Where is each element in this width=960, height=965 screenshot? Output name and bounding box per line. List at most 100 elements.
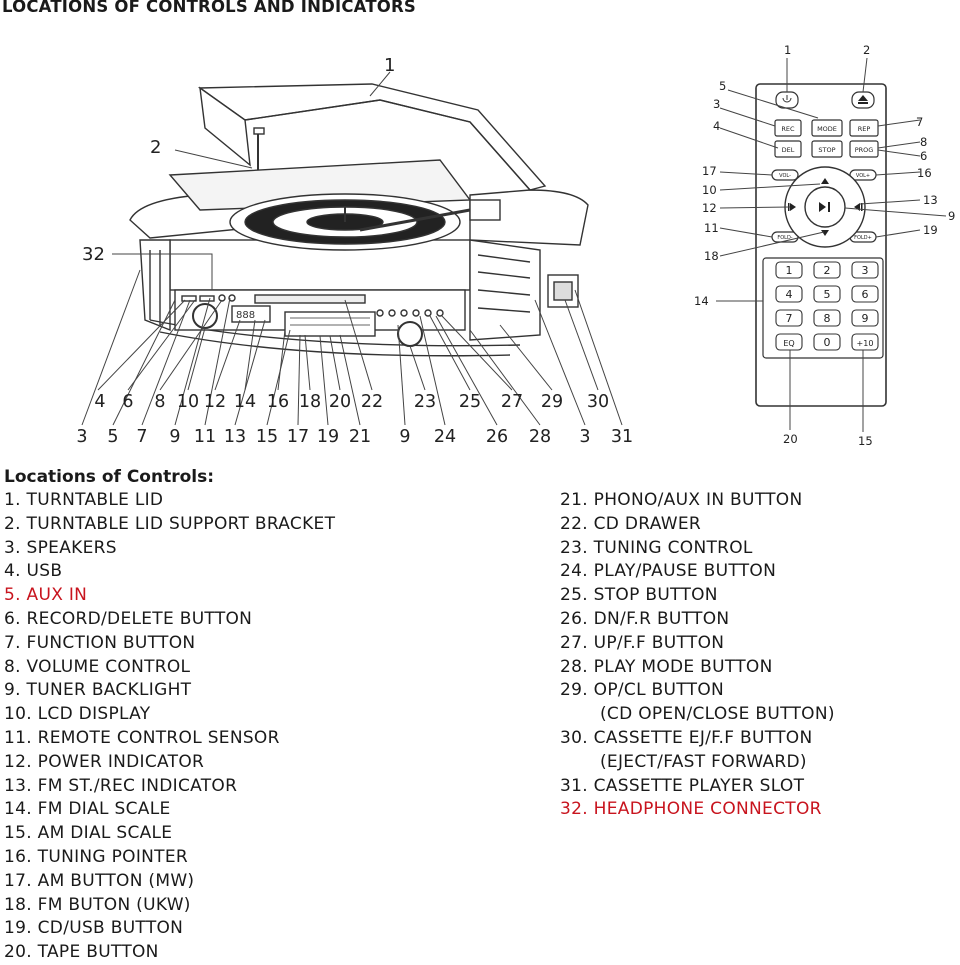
keypad-button xyxy=(775,309,803,327)
cabinet xyxy=(129,159,589,357)
del-label: DEL xyxy=(782,146,795,154)
callout-number: 5 xyxy=(107,427,118,447)
control-legend-item: 6. RECORD/DELETE BUTTON xyxy=(4,608,253,629)
rep-label: REP xyxy=(858,125,871,133)
keypad-label: 0 xyxy=(824,336,831,349)
keypad-frame xyxy=(762,257,884,359)
remote-callout-8: 8 xyxy=(920,135,927,149)
keypad-button xyxy=(851,333,879,351)
callout-number: 24 xyxy=(434,427,456,447)
control-legend-item: 26. DN/F.R BUTTON xyxy=(560,608,730,629)
callout-number: 17 xyxy=(287,427,309,447)
keypad-label: 9 xyxy=(862,312,869,325)
callout-number: 31 xyxy=(611,427,633,447)
eject-icon xyxy=(858,95,868,104)
remote-callout-6: 6 xyxy=(920,149,927,163)
remote-callout-4: 4 xyxy=(713,119,720,133)
turntable-unit-illustration: 888 xyxy=(76,55,633,447)
remote-callout-14: 14 xyxy=(694,294,709,308)
down-arrow-icon xyxy=(821,230,829,236)
control-legend-item: 21. PHONO/AUX IN BUTTON xyxy=(560,490,803,510)
power-icon xyxy=(782,95,792,103)
callout-number: 26 xyxy=(486,427,508,447)
keypad-label: 6 xyxy=(862,288,869,301)
remote-callout-16: 16 xyxy=(917,166,932,180)
del-button xyxy=(774,140,802,158)
control-legend-item: 25. STOP BUTTON xyxy=(560,585,718,606)
callout-1: 1 xyxy=(384,55,395,76)
control-legend-item: 2. TURNTABLE LID SUPPORT BRACKET xyxy=(4,513,336,534)
remote-callout-3: 3 xyxy=(713,97,720,111)
control-legend-item: 24. PLAY/PAUSE BUTTON xyxy=(560,561,777,582)
control-legend-item: 13. FM ST./REC INDICATOR xyxy=(4,775,238,796)
callout-number: 12 xyxy=(204,392,226,412)
control-legend-item: 5. AUX IN xyxy=(4,585,88,606)
play-pause-icon xyxy=(819,202,830,212)
keypad-button xyxy=(775,261,803,279)
keypad-label: 1 xyxy=(786,264,793,277)
keypad-button xyxy=(813,261,841,279)
callout-number: 19 xyxy=(317,427,339,447)
callout-leaders xyxy=(81,71,623,426)
remote-leaders xyxy=(716,57,947,432)
vol-minus-label: VOL- xyxy=(779,173,791,179)
control-legend-item: 20. TAPE BUTTON xyxy=(4,942,159,963)
callout-number: 15 xyxy=(256,427,278,447)
remote-callouts: 1 2 5 3 4 7 8 6 17 16 10 13 12 9 11 19 1… xyxy=(694,43,955,448)
callout-number: 11 xyxy=(194,427,216,447)
keypad-label: 8 xyxy=(824,312,831,325)
remote-callout-2: 2 xyxy=(863,43,870,57)
control-legend-item: 19. CD/USB BUTTON xyxy=(4,918,184,939)
callout-number: 3 xyxy=(579,427,590,447)
control-legend-item: 29. OP/CL BUTTON xyxy=(560,680,725,701)
control-legend-item: (EJECT/FAST FORWARD) xyxy=(600,751,807,772)
callout-32: 32 xyxy=(82,244,105,265)
callout-number: 23 xyxy=(414,392,436,412)
control-legend-item: 22. CD DRAWER xyxy=(560,513,701,534)
control-legend-item: 3. SPEAKERS xyxy=(4,537,117,558)
up-arrow-icon xyxy=(821,178,829,184)
keypad-button xyxy=(851,309,879,327)
keypad-label: 3 xyxy=(862,264,869,277)
remote-callout-7: 7 xyxy=(916,115,923,129)
callout-number: 29 xyxy=(541,392,563,412)
control-legend-item: 27. UP/F.F BUTTON xyxy=(560,632,725,653)
stop-label: STOP xyxy=(818,146,835,154)
control-legend-item: 10. LCD DISPLAY xyxy=(4,704,151,725)
remote-callout-15: 15 xyxy=(858,434,873,448)
callout-2: 2 xyxy=(150,137,161,158)
callout-number: 21 xyxy=(349,427,371,447)
remote-callout-10: 10 xyxy=(702,183,717,197)
fold-minus-label: FOLD- xyxy=(777,235,792,241)
callout-number: 4 xyxy=(94,392,105,412)
navigation-ring xyxy=(784,166,866,248)
callout-number: 16 xyxy=(267,392,289,412)
keypad-button xyxy=(775,333,803,351)
rec-label: REC xyxy=(781,125,795,133)
callout-number: 30 xyxy=(587,392,609,412)
control-legend-item: 18. FM BUTON (UKW) xyxy=(4,894,191,915)
control-legend-item: 9. TUNER BACKLIGHT xyxy=(4,680,192,701)
keypad-label: 2 xyxy=(824,264,831,277)
prog-button xyxy=(849,140,879,158)
rep-button xyxy=(849,119,879,137)
callout-number: 27 xyxy=(501,392,523,412)
stop-button xyxy=(811,140,843,158)
control-legend-item: (CD OPEN/CLOSE BUTTON) xyxy=(600,704,835,725)
mode-button xyxy=(811,119,843,137)
page-title: LOCATIONS OF CONTROLS AND INDICATORS xyxy=(2,0,416,16)
callout-number: 9 xyxy=(169,427,180,447)
control-legend-item: 11. REMOTE CONTROL SENSOR xyxy=(4,727,280,748)
control-legend-item: 30. CASSETTE EJ/F.F BUTTON xyxy=(560,727,813,748)
callout-number: 6 xyxy=(122,392,133,412)
keypad-label: 4 xyxy=(786,288,793,301)
remote-callout-11: 11 xyxy=(704,221,719,235)
keypad-button xyxy=(813,333,841,351)
callout-number: 3 xyxy=(76,427,87,447)
remote-callout-17: 17 xyxy=(702,164,717,178)
keypad-label: +10 xyxy=(857,339,874,348)
remote-callout-9: 9 xyxy=(948,209,955,223)
